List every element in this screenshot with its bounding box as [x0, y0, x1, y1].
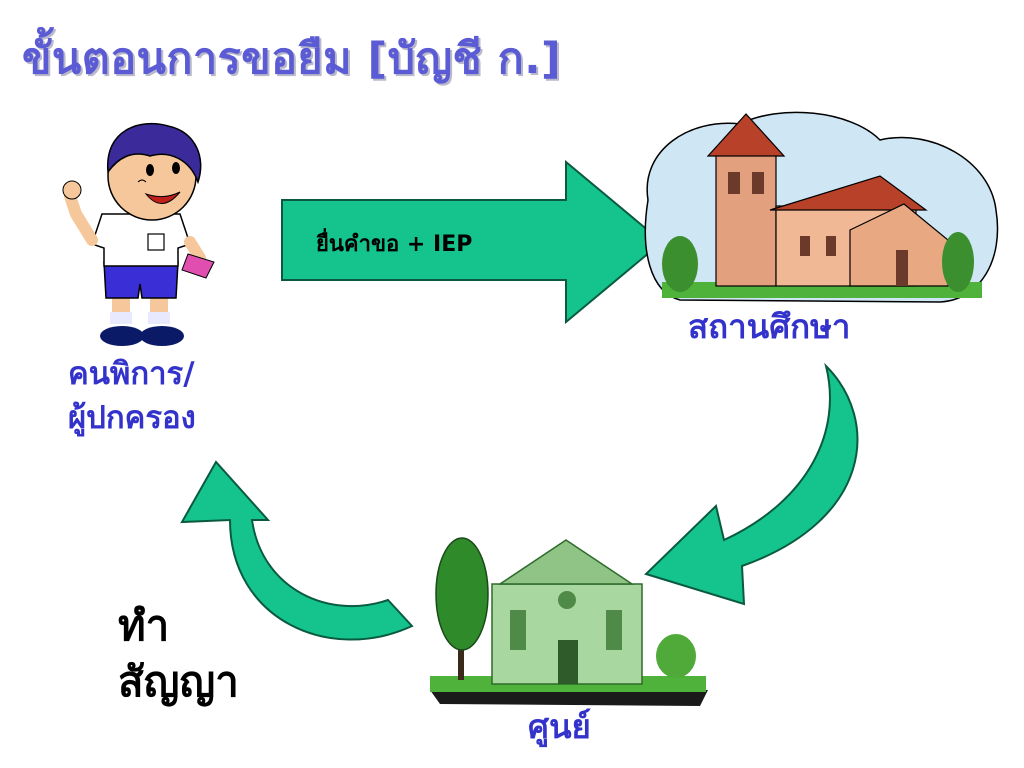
person-label: คนพิการ/ ผู้ปกครอง: [68, 352, 196, 440]
submit-request-label: ยื่นคำขอ + IEP: [316, 232, 473, 257]
school-label: สถานศึกษา: [688, 307, 851, 346]
center-clipart: [430, 537, 708, 706]
slide-title: ขั้นตอนการขอยืม [บัญชี ก.]: [22, 34, 562, 84]
contract-label-line1: ทำ: [118, 601, 170, 650]
center-to-person-arrow: [180, 460, 414, 641]
person-label-line2: ผู้ปกครอง: [68, 400, 196, 436]
person-clipart: [62, 122, 215, 346]
school-clipart: [644, 111, 999, 303]
center-label: ศูนย์: [528, 707, 591, 746]
school-to-center-arrow: [644, 362, 859, 606]
contract-label: ทำ สัญญา: [118, 598, 239, 710]
person-label-line1: คนพิการ/: [68, 356, 195, 392]
contract-label-line2: สัญญา: [118, 657, 239, 706]
submit-arrow: [281, 159, 664, 325]
